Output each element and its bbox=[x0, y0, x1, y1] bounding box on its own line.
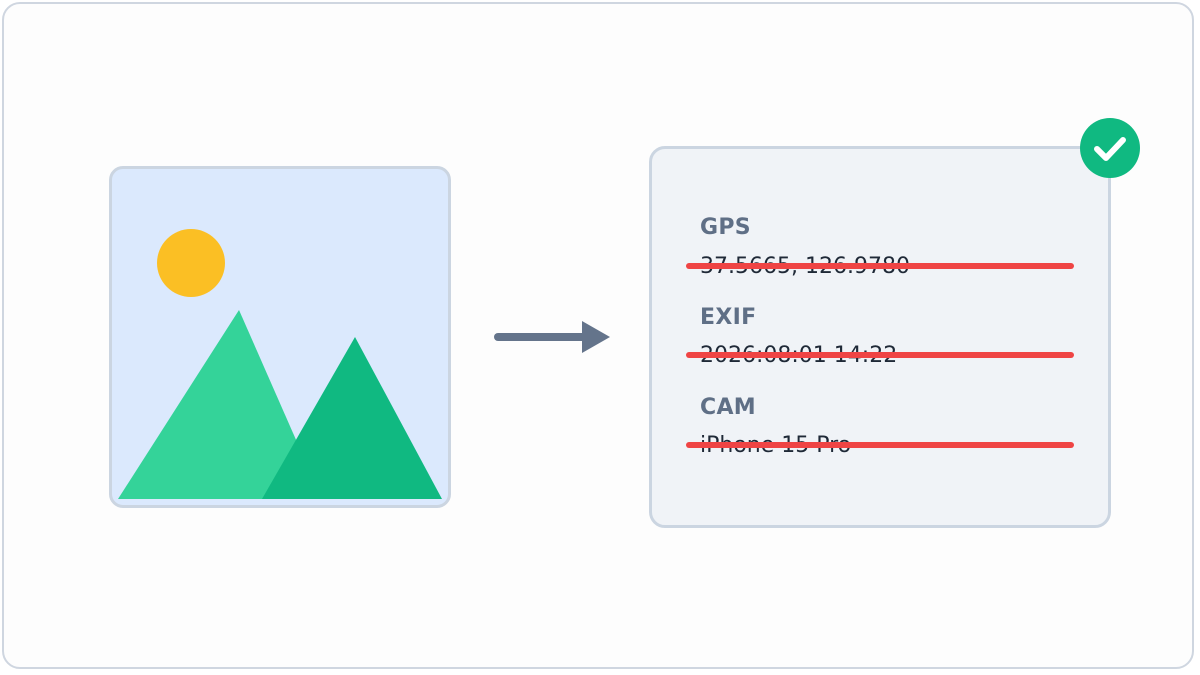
cam-strikethrough bbox=[686, 442, 1074, 448]
check-circle-icon bbox=[1080, 118, 1140, 178]
exif-strikethrough bbox=[686, 352, 1074, 358]
landscape-photo-icon bbox=[118, 229, 442, 499]
sun-shape bbox=[157, 229, 225, 297]
mountain-right bbox=[262, 337, 442, 499]
photo-card bbox=[109, 166, 451, 508]
arrow-right-icon bbox=[494, 321, 610, 353]
cam-label: CAM bbox=[700, 395, 756, 420]
exif-label: EXIF bbox=[700, 305, 757, 330]
metadata-card bbox=[649, 146, 1111, 528]
gps-label: GPS bbox=[700, 215, 751, 240]
mountain-left bbox=[118, 310, 322, 499]
gps-strikethrough bbox=[686, 263, 1074, 269]
